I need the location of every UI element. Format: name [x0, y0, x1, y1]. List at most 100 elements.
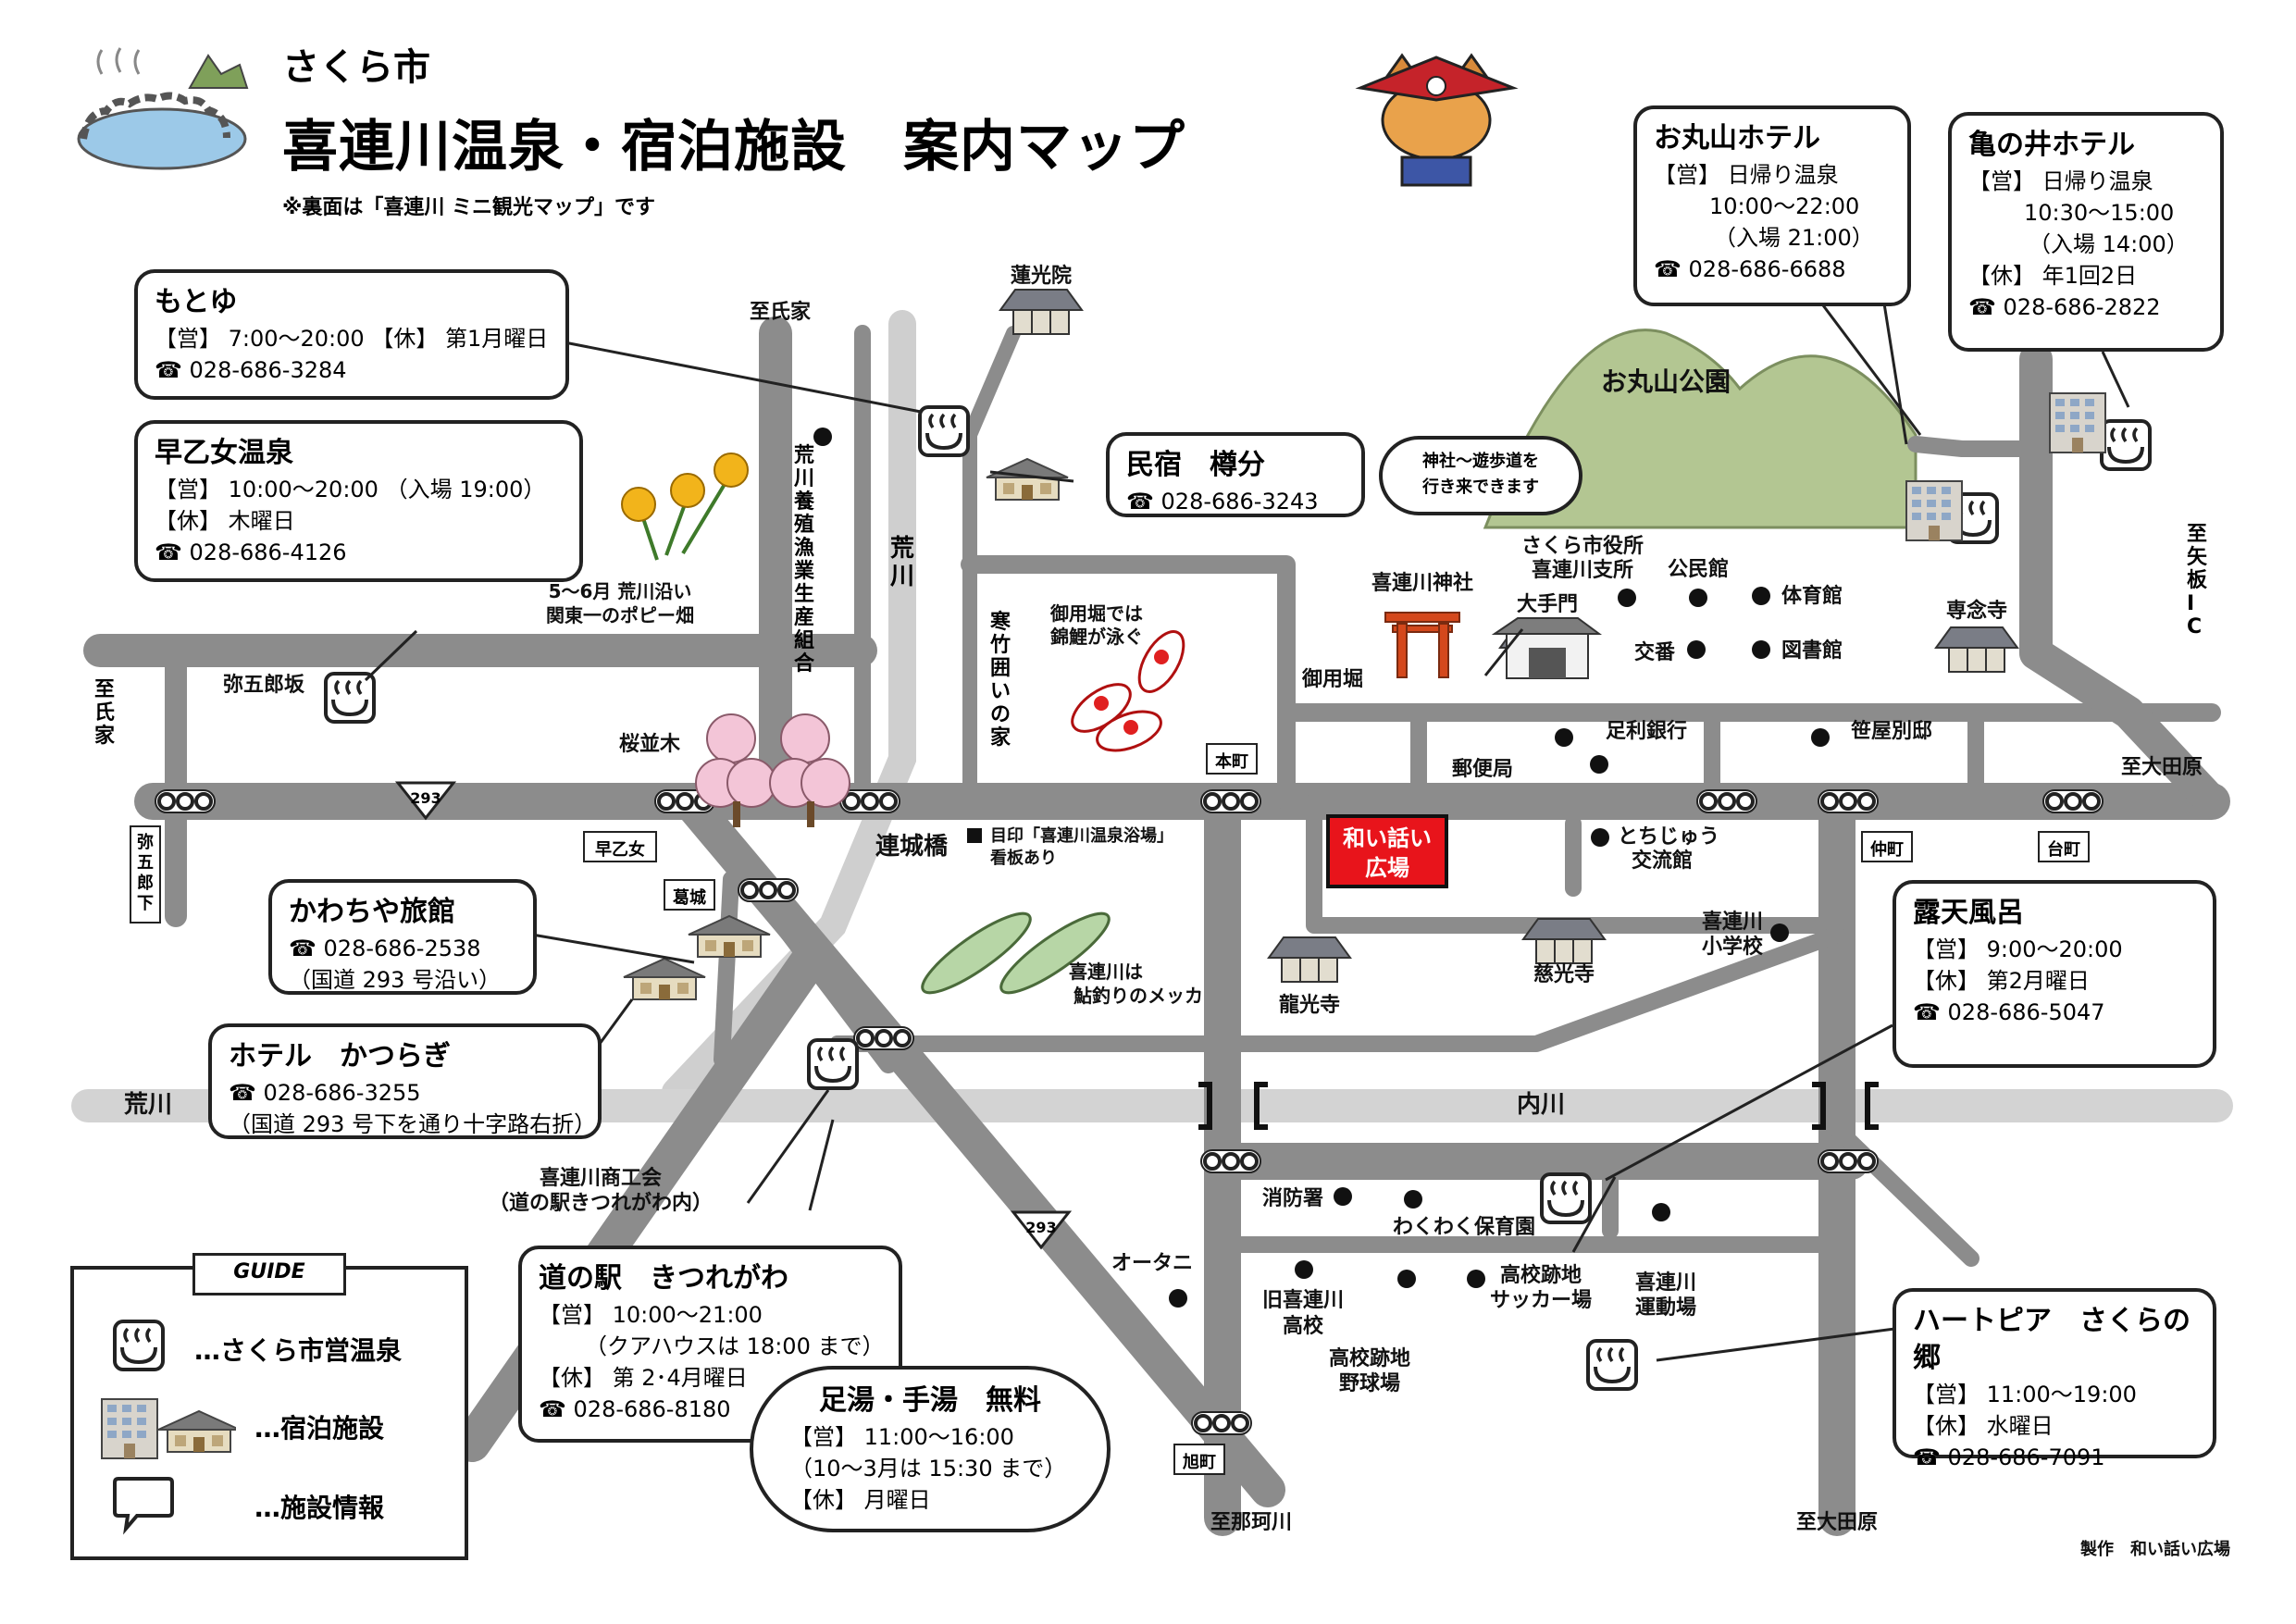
label-shokokai2: （道の駅きつれがわ内）: [489, 1191, 713, 1215]
onsen-icon: [918, 405, 970, 457]
label-shiujike-top: 至氏家: [750, 300, 812, 324]
label-yagorozaka: 弥五郎坂: [223, 673, 305, 697]
onsen-icon: [807, 1038, 859, 1090]
label-credit: 製作 和い話い広場: [2079, 1539, 2230, 1559]
temple-icon: [1935, 626, 2018, 673]
label-renjobashi: 連城橋: [875, 833, 949, 861]
label-omaru-park: お丸山公園: [1601, 366, 1731, 397]
katsuragi-phone: ☎ 028-686-3255: [229, 1080, 421, 1106]
label-uchikawa: 内川: [1517, 1091, 1565, 1119]
guide-legend: GUIDE …さくら市営温泉 …宿泊施設 …施設情報: [70, 1253, 468, 1560]
label-poppy-caption2: 関東一のポピー畑: [546, 604, 694, 626]
svg-text:293: 293: [410, 789, 441, 807]
minshuku-title: 民宿 樽分: [1126, 449, 1265, 481]
guide-lodging-icon: [101, 1398, 236, 1459]
route-293-sign-a: 293: [394, 781, 457, 821]
label-poppy-caption1: 5～6月 荒川沿い: [549, 580, 692, 602]
infobox-michinoeki: 道の駅 きつれがわ 【営】 10:00～21:00 （クアハウスは 18:00 …: [518, 1246, 902, 1443]
label-otani: オータニ: [1111, 1252, 1193, 1275]
infobox-kawachiya: かわちや旅館 ☎ 028-686-2538 （国道 293 号沿い）: [268, 879, 537, 995]
hotel-icon: [1905, 480, 1963, 541]
label-soccer2: サッカー場: [1490, 1289, 1592, 1312]
label-tochijuu2: 交流館: [1632, 849, 1693, 873]
saotome-holiday: 【休】 木曜日: [155, 508, 295, 534]
kamenoi-type: 【営】 日帰り温泉: [1968, 168, 2153, 194]
label-city-office1: さくら市役所: [1521, 534, 1644, 558]
guide-onsen-label: …さくら市営温泉: [194, 1335, 403, 1366]
route-293-sign-b: 293: [1010, 1210, 1073, 1250]
heartpia-phone: ☎ 028-686-7091: [1913, 1444, 2105, 1470]
guide-info-icon: [113, 1477, 174, 1535]
sign-honcho: 本町: [1206, 743, 1258, 775]
label-tochijuu1: とちじゅう: [1618, 825, 1719, 849]
kawachiya-title: かわちや旅館: [289, 896, 455, 928]
infobox-minshuku: 民宿 樽分 ☎ 028-686-3243: [1106, 432, 1365, 517]
label-undojo2: 運動場: [1635, 1296, 1696, 1320]
torii-icon: [1384, 612, 1460, 678]
ashiyu-holiday: 【休】 月曜日: [790, 1487, 931, 1513]
label-shobosho: 消防署: [1262, 1187, 1323, 1210]
kamenoi-phone: ☎ 028-686-2822: [1968, 294, 2161, 320]
label-yaita-ic: 至矢板IC: [2187, 523, 2208, 638]
onsen-icon: [1586, 1339, 1638, 1391]
label-library: 図書館: [1781, 638, 1843, 663]
hotel-icon: [2049, 392, 2106, 453]
ashiyu-title: 足湯・手湯 無料: [819, 1384, 1041, 1417]
temple-icon: [1522, 918, 1606, 964]
sign-daicho: 台町: [2038, 831, 2090, 862]
house-icon: [688, 915, 771, 958]
ashiyu-winter: （10～3月は 15:30 まで）: [790, 1456, 1067, 1481]
rotenburo-hours: 【営】 9:00～20:00: [1913, 936, 2123, 962]
route-293-diag: [672, 784, 1285, 1507]
motoyu-title: もとゆ: [155, 286, 238, 318]
road-east-north: [2019, 342, 2228, 818]
guide-onsen-icon: [113, 1320, 165, 1371]
wabanashi-hiroba-marker: 和い話い 広場: [1326, 814, 1448, 888]
michinoeki-hours: 【営】 10:00～21:00: [539, 1302, 763, 1328]
heartpia-hours: 【営】 11:00～19:00: [1913, 1382, 2137, 1407]
house-icon: [623, 958, 706, 1000]
label-mejirushi1: 目印「喜連川温泉浴場」: [990, 825, 1173, 846]
label-old-high2: 高校: [1283, 1314, 1324, 1338]
infobox-saotome: 早乙女温泉 【営】 10:00～20:00 （入場 19:00） 【休】 木曜日…: [134, 420, 583, 582]
onsen-icon: [1540, 1172, 1592, 1224]
kamenoi-hours: 10:30～15:00: [2024, 200, 2175, 226]
kawachiya-phone: ☎ 028-686-2538: [289, 936, 481, 961]
motoyu-phone: ☎ 028-686-3284: [155, 357, 347, 383]
road-lower-right: [1829, 1121, 1980, 1267]
shrine-bubble-line2: 行き来できます: [1422, 477, 1539, 497]
kamenoi-entry: （入場 14:00）: [2029, 231, 2189, 257]
header-note: ※裏面は「喜連川 ミニ観光マップ」です: [282, 196, 656, 219]
michinoeki-title: 道の駅 きつれがわ: [539, 1262, 788, 1295]
label-shokokai1: 喜連川商工会: [540, 1166, 662, 1190]
otemon-gate-icon: [1491, 617, 1603, 679]
label-arakawa-v: 荒川: [890, 535, 915, 590]
sign-nakacho: 仲町: [1861, 831, 1913, 862]
sign-kuzujo: 葛城: [664, 879, 715, 911]
road-lower-h: [1306, 793, 1845, 934]
label-elementary1: 喜連川: [1702, 910, 1763, 934]
ashiyu-hours: 【営】 11:00～16:00: [790, 1424, 1014, 1450]
kamenoi-holiday: 【休】 年1回2日: [1968, 263, 2138, 289]
map-labels: 至氏家 蓮光院 お丸山公園 さくら市役所 喜連川支所 公民館 体育館 喜連川神社…: [124, 264, 2230, 1559]
infobox-katsuragi: ホテル かつらぎ ☎ 028-686-3255 （国道 293 号下を通り十字路…: [208, 1023, 602, 1139]
onsen-icon: [2100, 419, 2152, 471]
shrine-bubble-line1: 神社～遊歩道を: [1422, 452, 1539, 471]
label-nakagawa: 至那珂川: [1210, 1511, 1292, 1534]
label-goyobori: 御用堀: [1301, 667, 1363, 691]
label-kominkan: 公民館: [1668, 557, 1729, 581]
shrine-path-bubble: 神社～遊歩道を 行き来できます: [1379, 436, 1582, 515]
omaru-type: 【営】 日帰り温泉: [1654, 162, 1839, 188]
motoyu-hours: 【営】 7:00～20:00 【休】 第1月曜日: [155, 326, 549, 352]
label-city-office2: 喜連川支所: [1532, 558, 1633, 582]
kawachiya-note: （国道 293 号沿い）: [289, 967, 502, 993]
bridge-marks: [1198, 1082, 1879, 1130]
label-oodawara-right: 至大田原: [2121, 756, 2203, 779]
page-title: 喜連川温泉・宿泊施設 案内マップ: [282, 115, 1185, 180]
katsuragi-title: ホテル かつらぎ: [229, 1040, 451, 1072]
header-onsen-pond: [77, 47, 249, 170]
label-yubinkyoku: 郵便局: [1452, 758, 1513, 781]
saotome-title: 早乙女温泉: [155, 437, 293, 469]
callout-pointers: [364, 267, 2130, 1362]
label-kantake: 寒竹囲いの家: [990, 611, 1011, 750]
